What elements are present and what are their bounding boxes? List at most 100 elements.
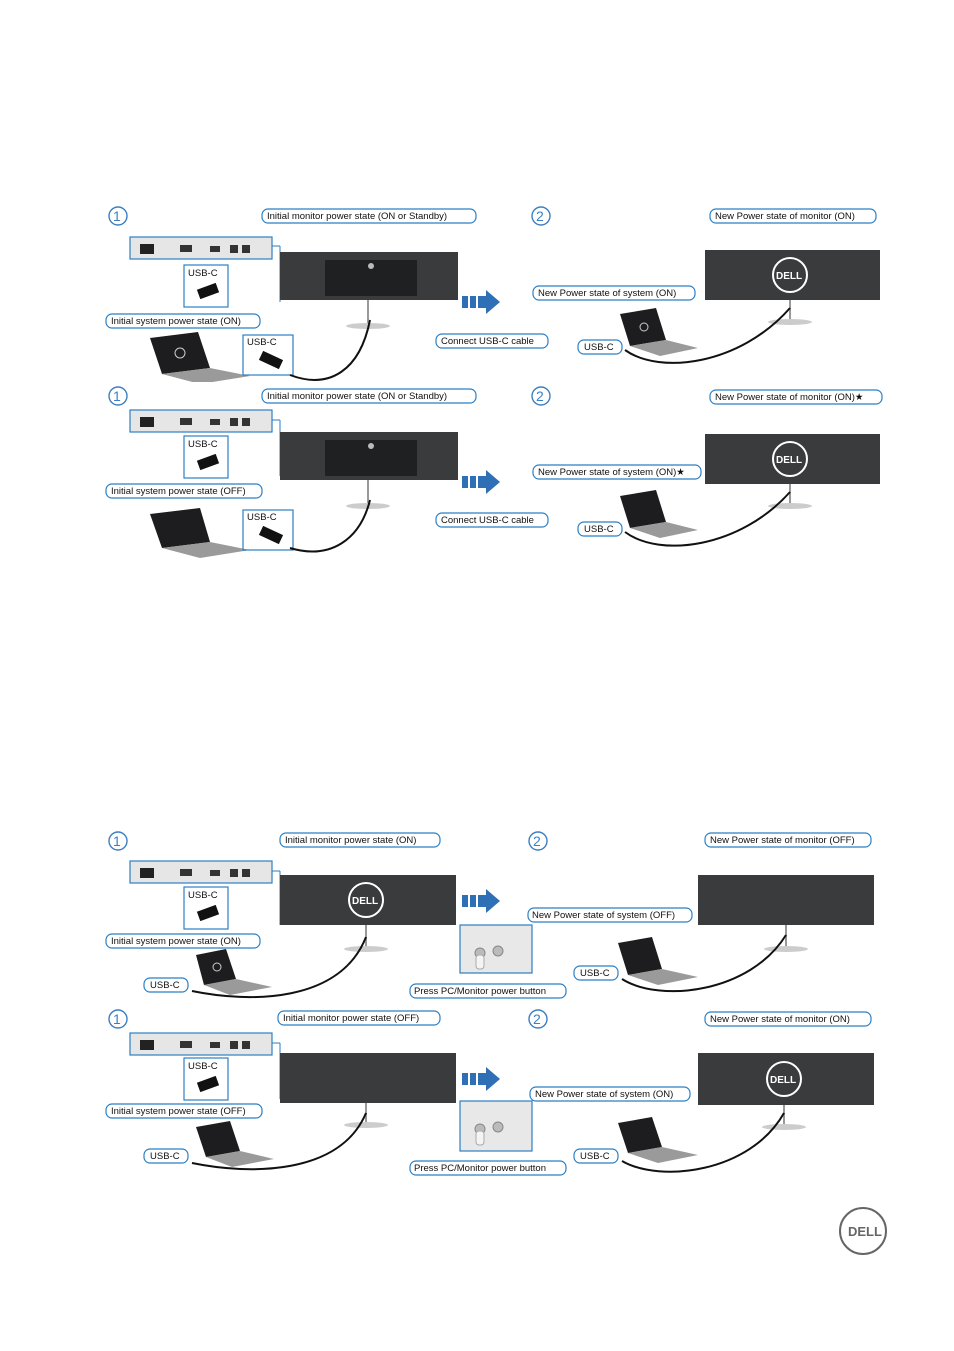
dell-logo: DELL [838, 1206, 888, 1256]
usb-c-laptop-label: USB-C [143, 1148, 189, 1164]
step-1-marker: 1 [108, 206, 128, 226]
new-system-state-label: New Power state of system (ON) [532, 285, 696, 301]
action-label: Connect USB-C cable [435, 512, 549, 528]
svg-text:Initial system power state (ON: Initial system power state (ON) [111, 316, 241, 327]
svg-text:1: 1 [113, 1011, 121, 1027]
initial-system-state-label: Initial system power state (ON) [105, 933, 261, 949]
laptop-icon [150, 332, 250, 382]
usb-c-result-label: USB-C [577, 339, 623, 355]
usb-c-dock-callout: USB-C [183, 264, 229, 308]
svg-text:2: 2 [533, 833, 541, 849]
monitor-initial [280, 432, 458, 509]
step-2-marker: 2 [528, 831, 548, 851]
step-2-marker: 2 [531, 386, 551, 406]
step-2-marker: 2 [528, 1009, 548, 1029]
monitor-initial [280, 1053, 456, 1128]
usb-c-dock-callout: USB-C [183, 1057, 229, 1101]
svg-text:USB-C: USB-C [584, 342, 614, 353]
svg-text:USB-C: USB-C [188, 268, 218, 279]
svg-text:USB-C: USB-C [188, 890, 218, 901]
usb-c-cable [191, 1112, 367, 1171]
laptop-icon [196, 949, 272, 995]
laptop-result-icon [618, 1117, 698, 1163]
usb-c-cable-result [624, 307, 791, 364]
scenario-1: 1 Initial monitor power state (ON or Sta… [100, 200, 890, 382]
transition-arrow [462, 470, 500, 494]
scenario-3: 1 Initial monitor power state (ON) USB-C… [100, 825, 890, 1005]
usb-c-result-label: USB-C [573, 1148, 619, 1164]
svg-text:DELL: DELL [776, 455, 802, 466]
action-label: Connect USB-C cable [435, 333, 549, 349]
usb-c-cable [289, 319, 371, 381]
initial-monitor-state-label: Initial monitor power state (ON or Stand… [261, 208, 477, 224]
usb-c-cable [289, 499, 371, 553]
initial-system-state-label: Initial system power state (OFF) [105, 483, 263, 499]
svg-text:Press PC/Monitor power button: Press PC/Monitor power button [414, 986, 546, 997]
power-button-illustration [459, 924, 533, 974]
usb-c-cable-result [624, 491, 791, 547]
svg-text:Initial system power state (OF: Initial system power state (OFF) [111, 486, 246, 497]
step-1-marker: 1 [108, 386, 128, 406]
svg-text:DELL: DELL [352, 896, 378, 907]
svg-text:New Power state of system (OFF: New Power state of system (OFF) [532, 910, 675, 921]
monitor-result: DELL [705, 250, 880, 325]
svg-text:New Power state of monitor (ON: New Power state of monitor (ON) [715, 211, 855, 222]
svg-text:New Power state of system (ON): New Power state of system (ON) [538, 288, 676, 299]
svg-text:Initial monitor power state (O: Initial monitor power state (ON or Stand… [267, 391, 447, 402]
new-system-state-label: New Power state of system (ON) [529, 1086, 691, 1102]
svg-text:1: 1 [113, 833, 121, 849]
power-button-illustration [459, 1100, 533, 1152]
initial-monitor-state-label: Initial monitor power state (OFF) [277, 1010, 441, 1026]
laptop-icon [196, 1121, 274, 1167]
svg-text:USB-C: USB-C [188, 439, 218, 450]
svg-text:USB-C: USB-C [580, 968, 610, 979]
initial-system-state-label: Initial system power state (OFF) [105, 1103, 263, 1119]
svg-text:New Power state of system (ON): New Power state of system (ON)★ [538, 467, 685, 478]
svg-text:DELL: DELL [770, 1075, 796, 1086]
monitor-initial [280, 252, 458, 329]
monitor-result [698, 875, 874, 952]
svg-text:New Power state of monitor (ON: New Power state of monitor (ON)★ [715, 392, 863, 403]
scenario-4: 1 Initial monitor power state (OFF) USB-… [100, 1003, 890, 1183]
svg-text:2: 2 [536, 388, 544, 404]
svg-text:Connect USB-C cable: Connect USB-C cable [441, 515, 534, 526]
transition-arrow [462, 290, 500, 314]
new-system-state-label: New Power state of system (ON)★ [532, 464, 702, 480]
svg-text:USB-C: USB-C [247, 337, 277, 348]
svg-text:2: 2 [533, 1011, 541, 1027]
initial-system-state-label: Initial system power state (ON) [105, 313, 261, 329]
monitor-result: DELL [698, 1053, 874, 1130]
svg-text:New Power state of monitor (ON: New Power state of monitor (ON) [710, 1014, 850, 1025]
initial-monitor-state-label: Initial monitor power state (ON or Stand… [261, 388, 477, 404]
new-monitor-state-label: New Power state of monitor (OFF) [704, 832, 872, 848]
initial-monitor-state-label: Initial monitor power state (ON) [279, 832, 441, 848]
laptop-result-icon [620, 490, 698, 538]
svg-text:Initial monitor power state (O: Initial monitor power state (OFF) [283, 1013, 419, 1024]
svg-text:New Power state of system (ON): New Power state of system (ON) [535, 1089, 673, 1100]
svg-text:Initial system power state (OF: Initial system power state (OFF) [111, 1106, 246, 1117]
scenario-2: 1 Initial monitor power state (ON or Sta… [100, 380, 890, 562]
svg-text:Initial monitor power state (O: Initial monitor power state (ON) [285, 835, 416, 846]
usb-c-cable [191, 936, 367, 999]
svg-text:Connect USB-C cable: Connect USB-C cable [441, 336, 534, 347]
monitor-result: DELL [705, 434, 880, 509]
step-1-marker: 1 [108, 831, 128, 851]
usb-c-cable-result [621, 1112, 785, 1173]
laptop-result-icon [620, 308, 698, 356]
svg-text:Initial system power state (ON: Initial system power state (ON) [111, 936, 241, 947]
svg-text:USB-C: USB-C [247, 512, 277, 523]
usb-c-dock-callout: USB-C [183, 435, 229, 479]
usb-c-dock-callout: USB-C [183, 886, 229, 930]
svg-text:New Power state of monitor (OF: New Power state of monitor (OFF) [710, 835, 855, 846]
svg-text:Press PC/Monitor power button: Press PC/Monitor power button [414, 1163, 546, 1174]
monitor-initial: DELL [280, 875, 456, 952]
svg-text:2: 2 [536, 208, 544, 224]
monitor-rear-ports [129, 860, 281, 925]
new-monitor-state-label: New Power state of monitor (ON) [709, 208, 877, 224]
svg-text:USB-C: USB-C [150, 1151, 180, 1162]
svg-text:DELL: DELL [776, 271, 802, 282]
usb-c-cable-result [621, 934, 787, 993]
svg-text:USB-C: USB-C [188, 1061, 218, 1072]
monitor-rear-ports [129, 409, 281, 476]
usb-c-laptop-callout: USB-C [242, 334, 294, 376]
